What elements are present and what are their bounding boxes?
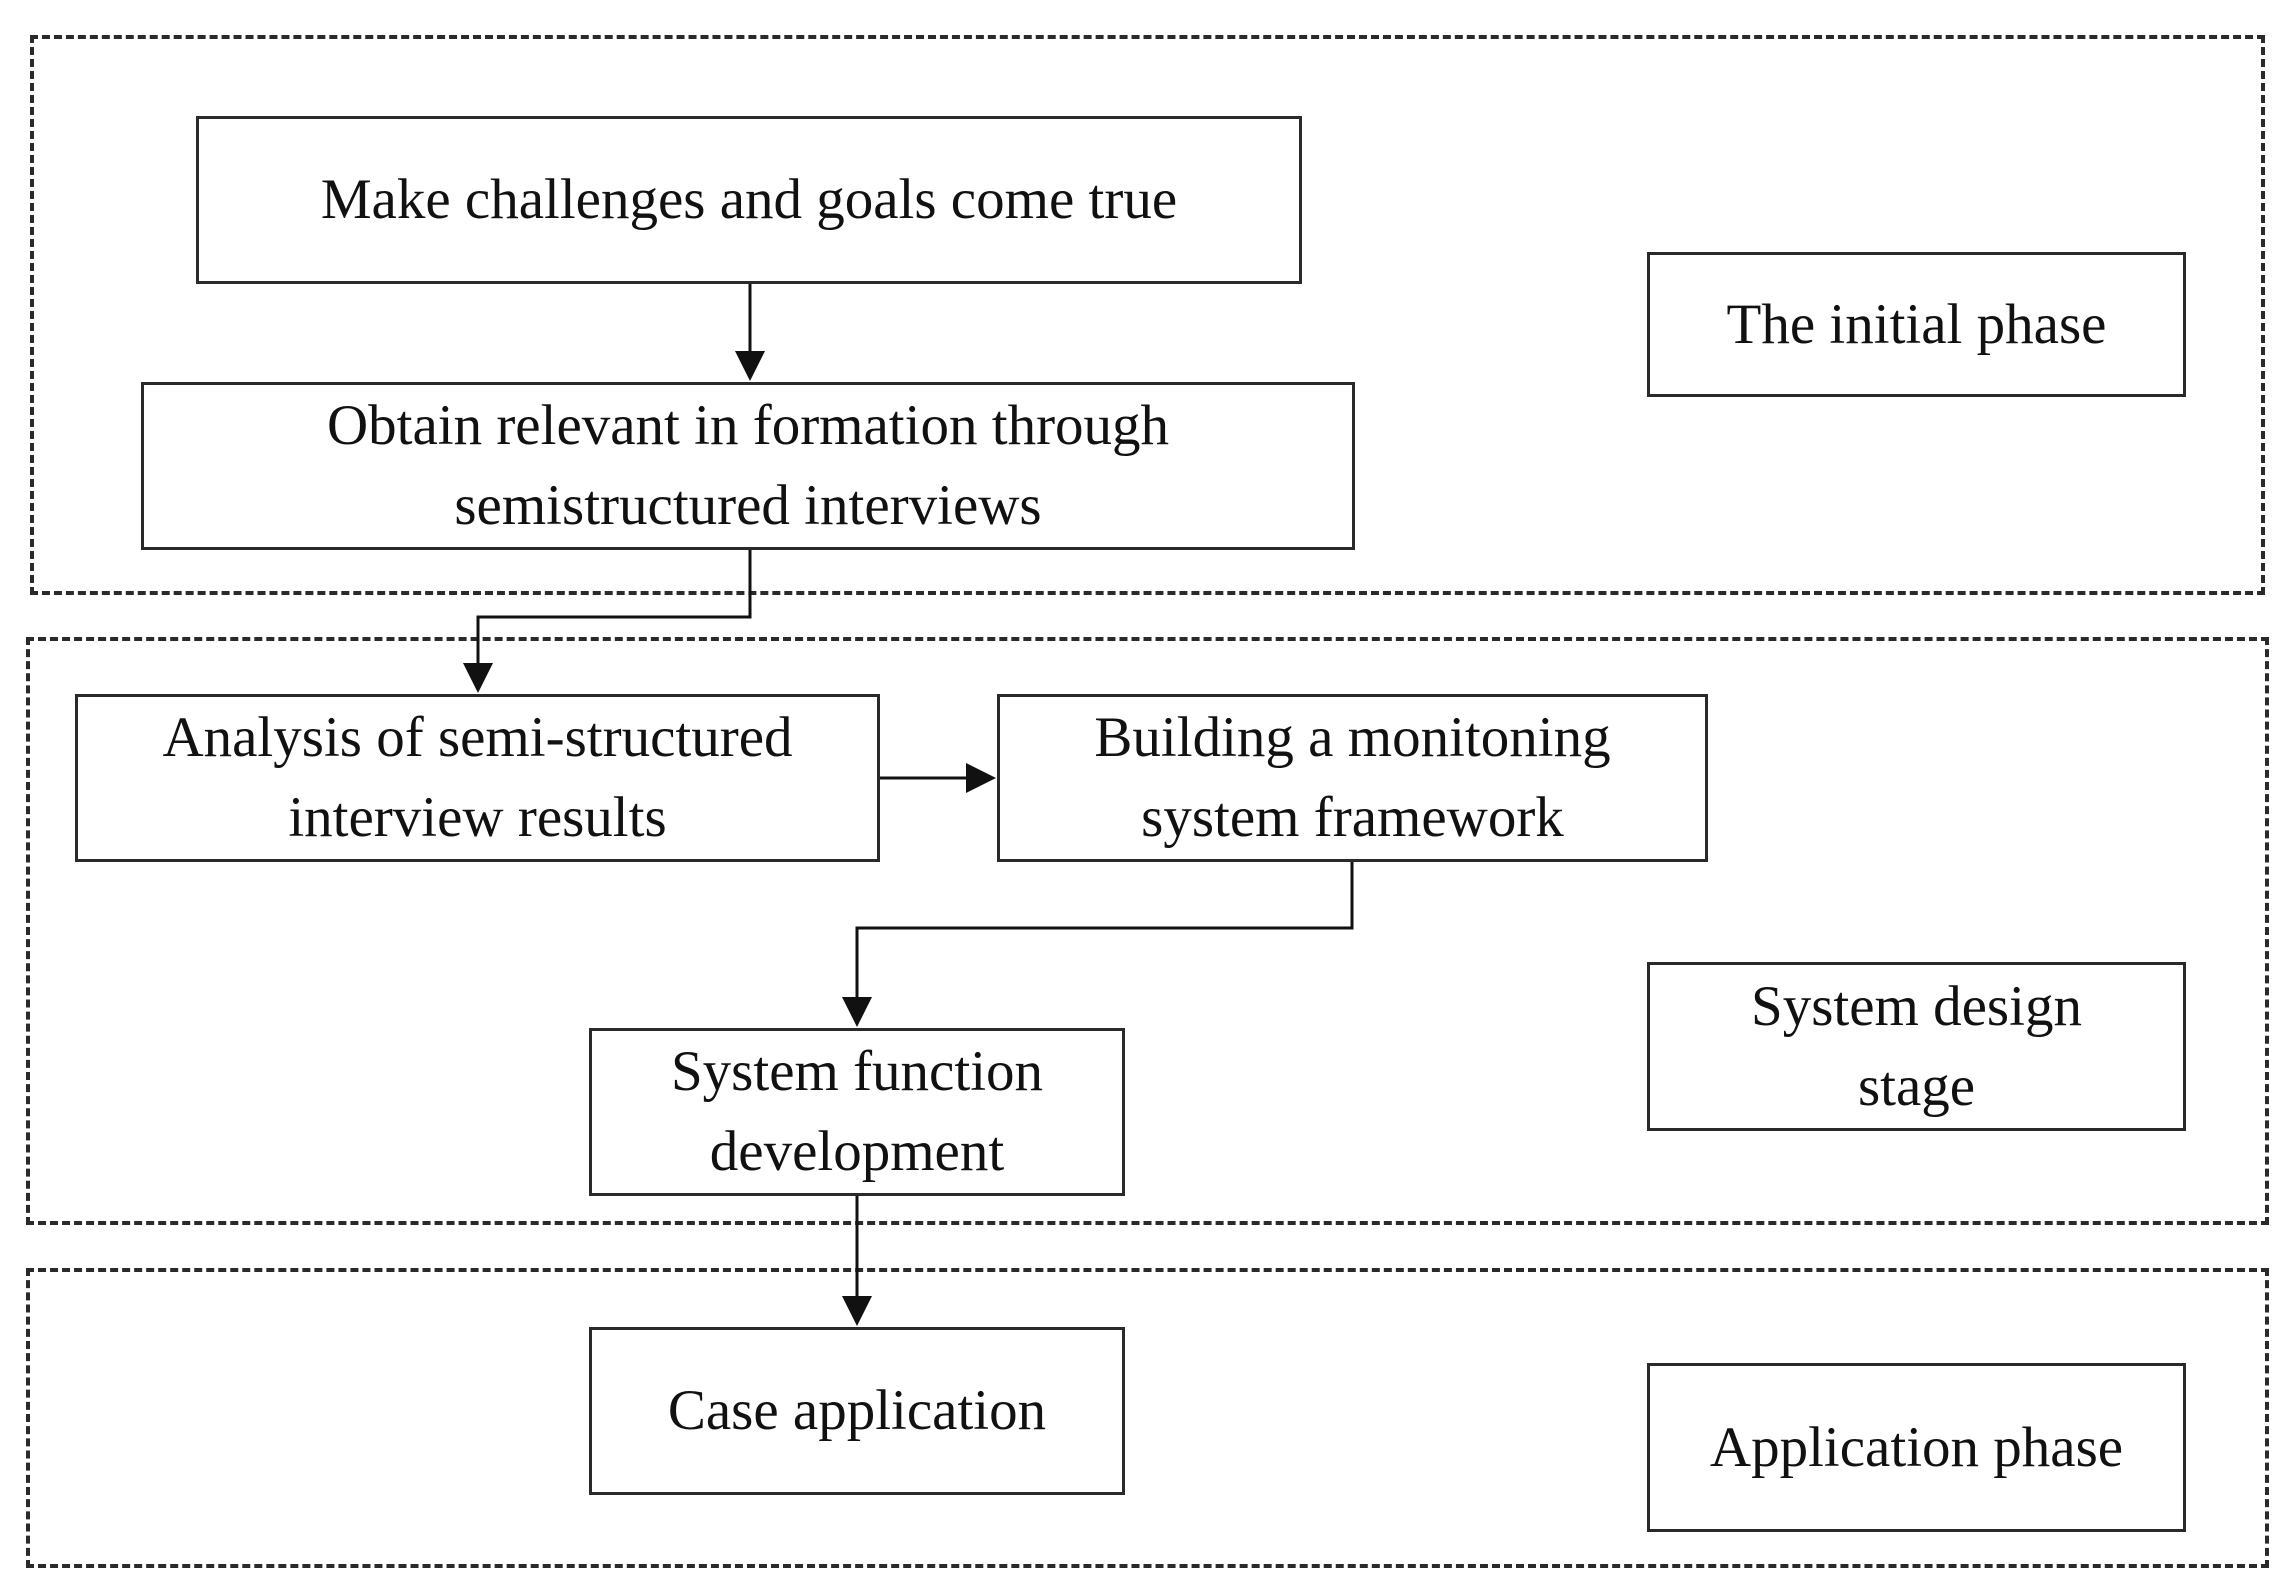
step-goals-label: Make challenges and goals come true — [320, 168, 1178, 232]
application-phase-frame — [26, 1268, 2269, 1568]
step-obtain-information-label: Obtain relevant in formation through sem… — [326, 394, 1170, 537]
step-framework-label: Building a monitoning system framework — [1094, 706, 1611, 849]
phase-label-initial: The initial phase — [1647, 252, 2186, 397]
step-development: System function development — [589, 1028, 1125, 1196]
step-goals: Make challenges and goals come true — [196, 116, 1302, 284]
phase-label-design-text: System design stage — [1751, 974, 2082, 1118]
phase-label-application-text: Application phase — [1709, 1415, 2124, 1479]
design-phase-frame — [26, 637, 2269, 1225]
step-development-label: System function development — [670, 1040, 1044, 1183]
step-analysis-label: Analysis of semi-structured interview re… — [162, 706, 793, 849]
phase-label-initial-text: The initial phase — [1726, 292, 2107, 356]
step-case-application: Case application — [589, 1327, 1125, 1495]
step-analysis: Analysis of semi-structured interview re… — [75, 694, 880, 862]
phase-label-application: Application phase — [1647, 1363, 2186, 1532]
phase-label-design: System design stage — [1647, 962, 2186, 1131]
step-framework: Building a monitoning system framework — [997, 694, 1708, 862]
initial-phase-frame — [30, 35, 2265, 595]
step-obtain-information: Obtain relevant in formation through sem… — [141, 382, 1355, 550]
step-case-application-label: Case application — [667, 1379, 1047, 1443]
